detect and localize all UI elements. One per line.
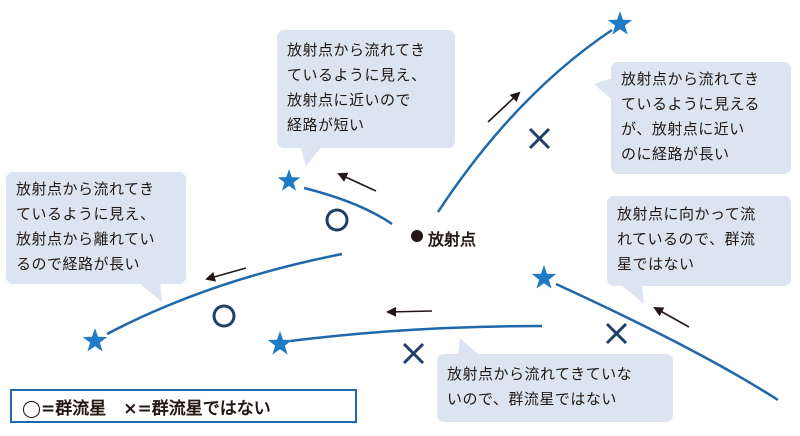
callout-bottom-text: 放射点から流れてきていな いので、群流星ではない <box>447 365 633 408</box>
meteor-mark-cross-horizontal-bottom <box>402 342 425 365</box>
direction-arrow-horizontal-bottom <box>386 306 433 317</box>
meteor-star-horizontal-bottom <box>267 331 293 355</box>
meteor-star-short-near <box>277 169 301 191</box>
callout-left-bubble <box>6 172 186 302</box>
meteor-star-toward-radiant <box>531 265 557 289</box>
callout-right-bubble <box>607 196 791 304</box>
callout-upper-right-text: 放射点から流れてき ているように見える が、放射点に近い のに経路が長い <box>621 70 761 163</box>
meteor-trail-long-upper <box>436 28 613 213</box>
callout-upper-left-bubble <box>277 30 455 166</box>
callout-right-text: 放射点に向かって流 れているので、群流 星ではない <box>617 205 756 273</box>
meteor-trail-toward-radiant <box>555 282 779 402</box>
direction-arrow-toward-radiant <box>653 307 690 328</box>
meteor-trail-long-left <box>106 252 343 336</box>
callout-upper-right-bubble <box>594 62 791 174</box>
callout-bottom-bubble <box>437 338 673 422</box>
direction-arrow-long-upper <box>487 91 521 123</box>
meteor-mark-circle-short-near <box>325 208 349 232</box>
meteor-star-long-left <box>82 328 108 352</box>
meteor-mark-cross-long-upper <box>528 127 551 150</box>
legend-box: ◯=群流星 ×=群流星ではない <box>10 389 357 423</box>
direction-arrow-long-left <box>205 267 247 282</box>
meteor-mark-cross-toward-radiant <box>605 322 628 345</box>
legend-text: ◯=群流星 ×=群流星ではない <box>22 398 271 419</box>
radiant-point-dot <box>411 230 423 242</box>
meteor-mark-circle-long-left <box>212 304 236 328</box>
callout-upper-left-text: 放射点から流れてき ているように見え、 放射点に近いので 経路が短い <box>287 41 427 134</box>
radiant-label: 放射点 <box>428 230 477 249</box>
direction-arrow-short-near <box>337 172 377 192</box>
callout-left-text: 放射点から流れてき ているように見え、 放射点から離れてい るので経路が長い <box>16 180 156 273</box>
meteor-trail-horizontal-bottom <box>289 324 543 343</box>
meteor-trail-short-near <box>303 186 393 226</box>
